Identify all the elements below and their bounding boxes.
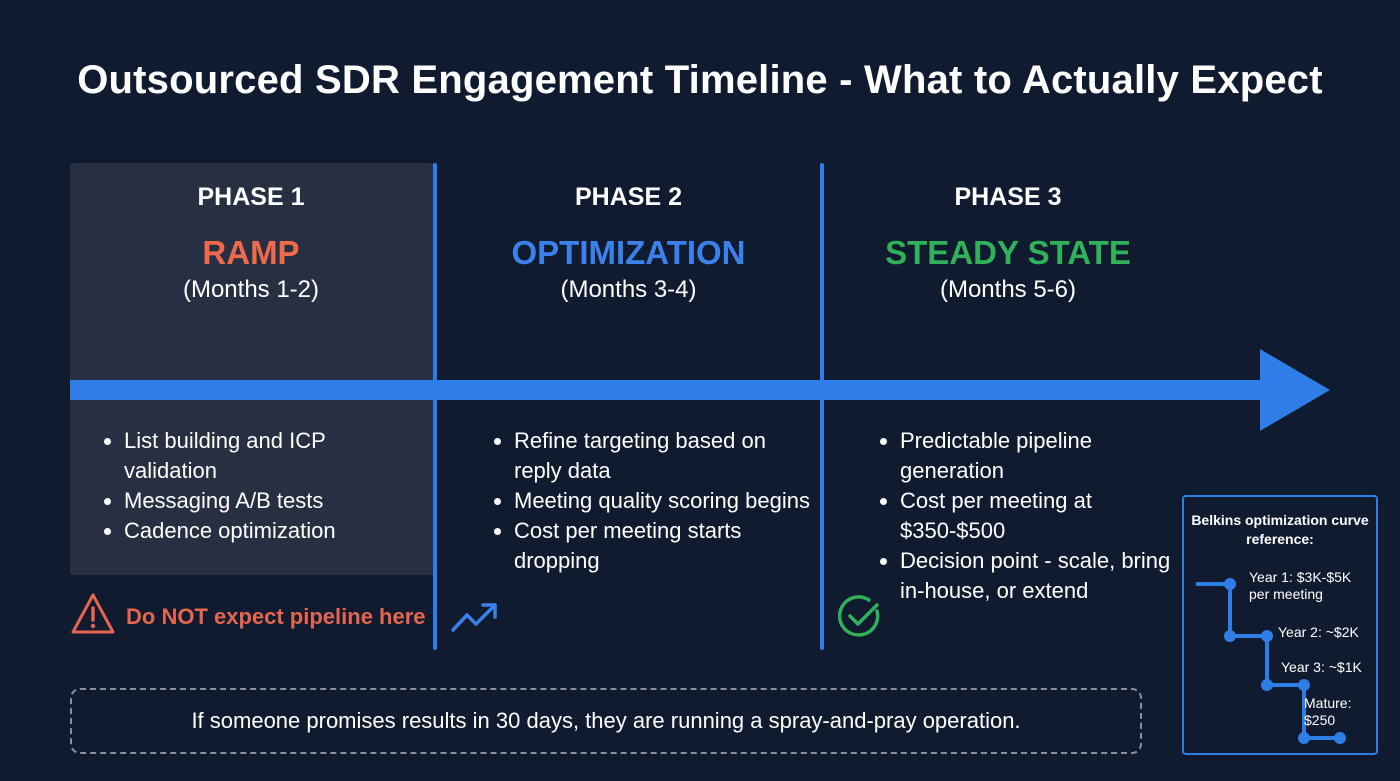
phase2-months: (Months 3-4) [560,276,697,303]
optimization-curve-reference: Belkins optimization curve reference: Ye… [1182,495,1378,755]
step-mature: Mature: $250 [1304,695,1352,728]
bullet-item: Decision point - scale, bring in-house, … [880,546,1196,606]
step-curve-icon [1196,578,1346,744]
bullet-item: Cost per meeting at $350-$500 [880,486,1196,546]
timeline-axis [70,380,1262,400]
bullet-item: Cost per meeting starts dropping [494,516,810,576]
warning-triangle-icon [70,592,116,641]
phase1-bullets: List building and ICP validation Messagi… [98,426,420,546]
timeline-arrow-head [1260,349,1330,431]
phase-divider-2 [820,163,824,650]
bullet-item: Refine targeting based on reply data [494,426,810,486]
phase-divider-1 [433,163,437,650]
page-title: Outsourced SDR Engagement Timeline - Wha… [77,58,1323,102]
phase3-name: STEADY STATE [885,234,1131,271]
phase3-header: PHASE 3 STEADY STATE (Months 5-6) [824,183,1192,304]
bullet-item: Meeting quality scoring begins [494,486,810,516]
phase2-label: PHASE 2 [575,183,682,211]
phase1-highlight-card [70,163,434,575]
bullet-item: Cadence optimization [104,516,420,546]
bullet-item: Messaging A/B tests [104,486,420,516]
phase1-header: PHASE 1 RAMP (Months 1-2) [70,183,432,304]
bullet-item: List building and ICP validation [104,426,420,486]
trending-up-icon [450,600,500,639]
phase2-name: OPTIMIZATION [511,234,746,271]
check-circle-icon [837,594,883,645]
phase3-months: (Months 5-6) [939,276,1077,303]
phase1-months: (Months 1-2) [182,276,320,303]
warning-text: Do NOT expect pipeline here [126,603,426,629]
step-year1: Year 1: $3K-$5K per meeting [1249,569,1352,602]
step-year2: Year 2: ~$2K [1278,624,1359,640]
phase1-warning: Do NOT expect pipeline here [70,592,426,641]
phase3-label: PHASE 3 [954,183,1062,211]
phase2-header: PHASE 2 OPTIMIZATION (Months 3-4) [437,183,820,304]
reference-title: Belkins optimization curve reference: [1191,512,1369,547]
step-year3: Year 3: ~$1K [1281,659,1362,675]
phase1-name: RAMP [202,234,300,271]
phase1-label: PHASE 1 [197,183,305,211]
bullet-item: Predictable pipeline generation [880,426,1196,486]
phase2-bullets: Refine targeting based on reply data Mee… [488,426,810,576]
spray-and-pray-callout: If someone promises results in 30 days, … [70,688,1142,754]
phase3-bullets: Predictable pipeline generation Cost per… [874,426,1196,606]
